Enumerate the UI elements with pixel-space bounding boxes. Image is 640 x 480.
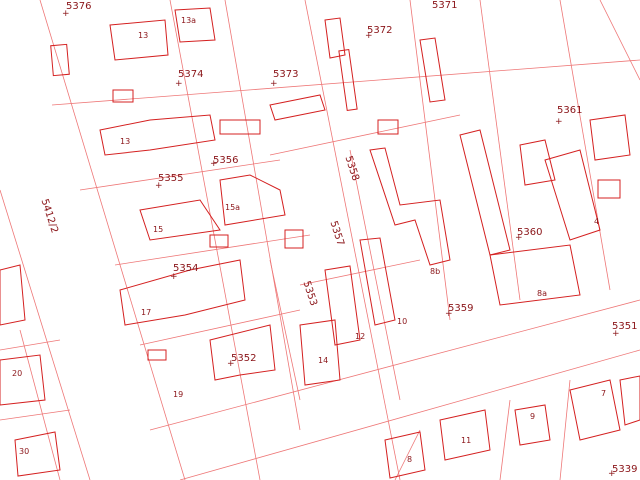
house-number-label: 13 <box>120 137 131 146</box>
house-number-label: 17 <box>141 308 152 317</box>
building <box>489 244 581 306</box>
road-edge-east-a <box>149 299 640 431</box>
building <box>112 89 134 103</box>
building <box>369 147 451 266</box>
parcel-label: 5356 <box>213 155 239 166</box>
building <box>219 174 286 226</box>
building <box>519 139 556 186</box>
house-number-label: 20 <box>12 369 23 378</box>
house-number-label: 12 <box>355 332 366 341</box>
house-number-label: 30 <box>19 447 30 456</box>
house-number-label: 15a <box>225 203 241 212</box>
svg-text:+: + <box>155 181 163 191</box>
building <box>0 264 26 326</box>
parcel-label: 5354 <box>173 263 199 274</box>
house-number-label: 13 <box>138 31 149 40</box>
svg-text:+: + <box>270 79 278 89</box>
svg-text:+: + <box>365 31 373 41</box>
building <box>439 409 491 461</box>
building <box>569 379 621 441</box>
svg-text:+: + <box>175 79 183 89</box>
svg-text:+: + <box>608 469 616 479</box>
building <box>359 237 396 326</box>
building <box>597 179 621 199</box>
svg-text:+: + <box>227 359 235 369</box>
building <box>269 94 326 121</box>
house-number-label: 19 <box>173 390 184 399</box>
house-number-label: 8a <box>537 289 547 298</box>
parcel-label: 5376 <box>66 1 92 12</box>
building <box>209 324 276 381</box>
parcel-label: 5374 <box>178 69 204 80</box>
building <box>338 49 358 111</box>
building <box>324 17 346 59</box>
house-number-label: 8 <box>407 455 413 464</box>
building <box>139 199 221 241</box>
house-number-label: 9 <box>530 412 536 421</box>
building <box>99 114 216 156</box>
parcel-label: 5352 <box>231 353 257 364</box>
svg-text:+: + <box>515 233 523 243</box>
building <box>384 431 426 479</box>
building <box>219 119 261 135</box>
road-edge-east-b <box>179 349 640 480</box>
svg-text:+: + <box>555 117 563 127</box>
house-number-label: 11 <box>461 436 472 445</box>
house-number-label: 8b <box>430 267 441 276</box>
house-number-label: 15 <box>153 225 164 234</box>
parcel-label: 5355 <box>158 173 184 184</box>
building <box>544 149 601 241</box>
house-number-label: 14 <box>318 356 329 365</box>
building <box>14 431 61 477</box>
building <box>619 375 640 426</box>
building <box>119 259 246 326</box>
svg-text:+: + <box>62 9 70 19</box>
svg-text:+: + <box>210 159 218 169</box>
building <box>209 234 229 248</box>
house-number-label: 7 <box>601 389 607 398</box>
building <box>299 319 341 386</box>
building <box>419 37 446 103</box>
building <box>147 349 167 361</box>
svg-text:+: + <box>170 272 178 282</box>
parcel-markers: + + + + + + + + + + + + + <box>62 9 620 479</box>
house-number-label: 4 <box>594 217 600 226</box>
building-footprints <box>0 7 640 479</box>
building <box>514 404 551 446</box>
road-edge-west-b <box>0 189 91 480</box>
building <box>174 7 216 43</box>
road-edge-west-a <box>39 0 186 480</box>
parcel-label: 5372 <box>367 25 393 36</box>
parcel-label: 5361 <box>557 105 583 116</box>
building <box>50 43 70 77</box>
building <box>109 19 169 61</box>
svg-text:+: + <box>612 329 620 339</box>
building <box>459 129 511 256</box>
parcel-label: 5373 <box>273 69 299 80</box>
house-number-label: 10 <box>397 317 408 326</box>
parcel-label: 5359 <box>448 303 474 314</box>
house-number-label: 13a <box>181 16 197 25</box>
parcel-label: 5360 <box>517 227 543 238</box>
building <box>284 229 304 249</box>
parcel-label: 5351 <box>612 321 638 332</box>
building <box>589 114 631 161</box>
svg-text:+: + <box>445 309 453 319</box>
parcel-label: 5371 <box>432 0 458 11</box>
building <box>0 354 46 406</box>
parcel-label: 5339 <box>612 464 638 475</box>
building <box>377 119 399 135</box>
